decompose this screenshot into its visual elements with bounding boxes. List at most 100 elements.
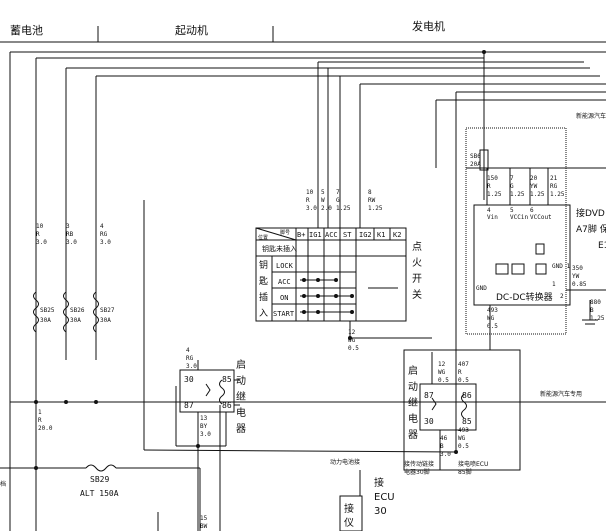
wire-880-gauge: 1.25	[590, 315, 605, 322]
wire-493b-num: 493	[487, 307, 498, 314]
wire-5-num: 5	[321, 189, 325, 196]
relay2-label-3: 继	[408, 396, 418, 409]
wire-4b-color: RG	[186, 355, 194, 362]
ign-diag-bottom: 位置	[258, 234, 268, 241]
wire-350-gauge: 0.85	[572, 281, 587, 288]
wire-3-num: 3	[66, 223, 70, 230]
section-generator: 发电机	[412, 19, 445, 33]
relay1-pin-86: 86	[222, 401, 232, 410]
relay2-label-4: 电	[408, 412, 418, 425]
wire-7b-num: 7	[510, 175, 514, 182]
wire-150-gauge: 1.25	[487, 191, 502, 198]
wire-1-num: 1	[38, 409, 42, 416]
wire-12-gauge: 0.5	[348, 345, 359, 352]
relay2-note-right-2: 85脚	[458, 468, 472, 476]
wire-21-gauge: 1.25	[550, 191, 565, 198]
fuse-sb25-id: SB25	[40, 307, 55, 314]
wire-4-gauge: 3.0	[100, 239, 111, 246]
relay2-pin-87: 87	[424, 391, 434, 400]
wire-7-color: G	[336, 197, 340, 204]
wire-4b-num: 4	[186, 347, 190, 354]
wire-12b-gauge: 0.5	[438, 377, 449, 384]
ign-col-ig1: IG1	[309, 231, 322, 239]
ign-col-k1: K1	[377, 231, 385, 239]
relay1-label-2: 动	[236, 375, 246, 387]
fuse-sb27-id: SB27	[100, 307, 115, 314]
bottom-battery-note: 动力电池接	[330, 458, 360, 466]
ign-col-st: ST	[343, 231, 352, 239]
relay2-label-5: 器	[408, 429, 418, 441]
wire-1-color: R	[38, 417, 42, 424]
relay2-pin-86: 86	[462, 391, 472, 400]
wire-10-color: R	[36, 231, 40, 238]
wire-1-gauge: 20.0	[38, 425, 53, 432]
dcdc-pin-5: 5	[510, 207, 514, 214]
relay1-pin-85: 85	[222, 375, 232, 384]
wire-46-gauge: 3.0	[440, 451, 451, 458]
ign-side-2: 匙	[259, 276, 268, 287]
relay2-frame-label: 新能源汽车专用	[540, 390, 582, 398]
wire-12b-color: WG	[438, 369, 446, 376]
ign-col-acc: ACC	[325, 231, 338, 239]
ign-pos-acc: ACC	[278, 278, 291, 286]
wire-4b-gauge: 3.0	[186, 363, 197, 370]
wire-350-num: 350	[572, 265, 583, 272]
ign-title-2: 火	[412, 257, 422, 269]
fuse-sb6-id: SB6	[470, 153, 481, 160]
wire-3-gauge: 3.0	[66, 239, 77, 246]
wire-7b-gauge: 1.25	[510, 191, 525, 198]
wire-13-color: BY	[200, 423, 208, 430]
section-battery: 蓄电池	[10, 24, 43, 37]
wire-493b-gauge: 0.5	[487, 323, 498, 330]
ign-pos-start: START	[273, 310, 295, 318]
ign-title-1: 点	[412, 241, 422, 253]
relay2-pin-30: 30	[424, 417, 434, 426]
dcdc-pin-4: 4	[487, 207, 491, 214]
wire-15-num: 15	[200, 515, 208, 522]
relay1-pin-30: 30	[184, 375, 194, 384]
wire-12b-num: 12	[438, 361, 446, 368]
relay1-label-3: 继	[236, 390, 246, 403]
dcdc-gnd1: GND 1	[552, 263, 570, 270]
wire-880-num: 880	[590, 299, 601, 306]
wire-10-gauge: 3.0	[36, 239, 47, 246]
wire-880-color: B	[590, 307, 594, 314]
ign-col-k2: K2	[393, 231, 401, 239]
relay2-pin-85: 85	[462, 417, 472, 426]
wire-15-color: BW	[200, 523, 208, 530]
ign-diag-top: 脚号	[280, 229, 290, 236]
bottom-corner-label: 档	[0, 480, 6, 488]
wire-493-gauge: 0.5	[458, 443, 469, 450]
wire-10b-gauge: 3.0	[306, 205, 317, 212]
wire-407-gauge: 0.5	[458, 377, 469, 384]
relay2-note-left-1: 接传动链接	[404, 460, 434, 468]
wire-4-color: RG	[100, 231, 108, 238]
ign-pos-lock: LOCK	[276, 262, 294, 270]
wire-407-color: R	[458, 369, 462, 376]
bottom-ecu-a: 接	[374, 476, 384, 489]
fuse-sb29-id: SB29	[90, 475, 109, 484]
wire-493-num: 493	[458, 427, 469, 434]
ign-col-bplus: B+	[297, 231, 305, 239]
ign-side-3: 插	[259, 291, 268, 303]
ign-col-ig2: IG2	[359, 231, 372, 239]
fuse-sb6-rating: 20A	[470, 161, 481, 168]
wire-12-num: 12	[348, 329, 356, 336]
wire-10b-num: 10	[306, 189, 314, 196]
ign-pos-on: ON	[280, 294, 288, 302]
wire-5-color: W	[321, 197, 325, 204]
wire-10-num: 10	[36, 223, 44, 230]
ign-side-4: 入	[259, 308, 268, 319]
wire-493b-color: WG	[487, 315, 495, 322]
dcdc-sub-label: A7脚 保	[576, 223, 606, 235]
wire-13-gauge: 3.0	[200, 431, 211, 438]
wire-8-num: 8	[368, 189, 372, 196]
wire-7b-color: G	[510, 183, 514, 190]
dcdc-top-label: 接DVD 接	[576, 207, 606, 219]
fuse-sb26-rating: 30A	[70, 317, 81, 324]
wire-4-num: 4	[100, 223, 104, 230]
dcdc-pin-2: 2	[560, 293, 564, 300]
dcdc-pin-4-sub: Vin	[487, 214, 498, 221]
ign-title-3: 开	[412, 274, 422, 285]
